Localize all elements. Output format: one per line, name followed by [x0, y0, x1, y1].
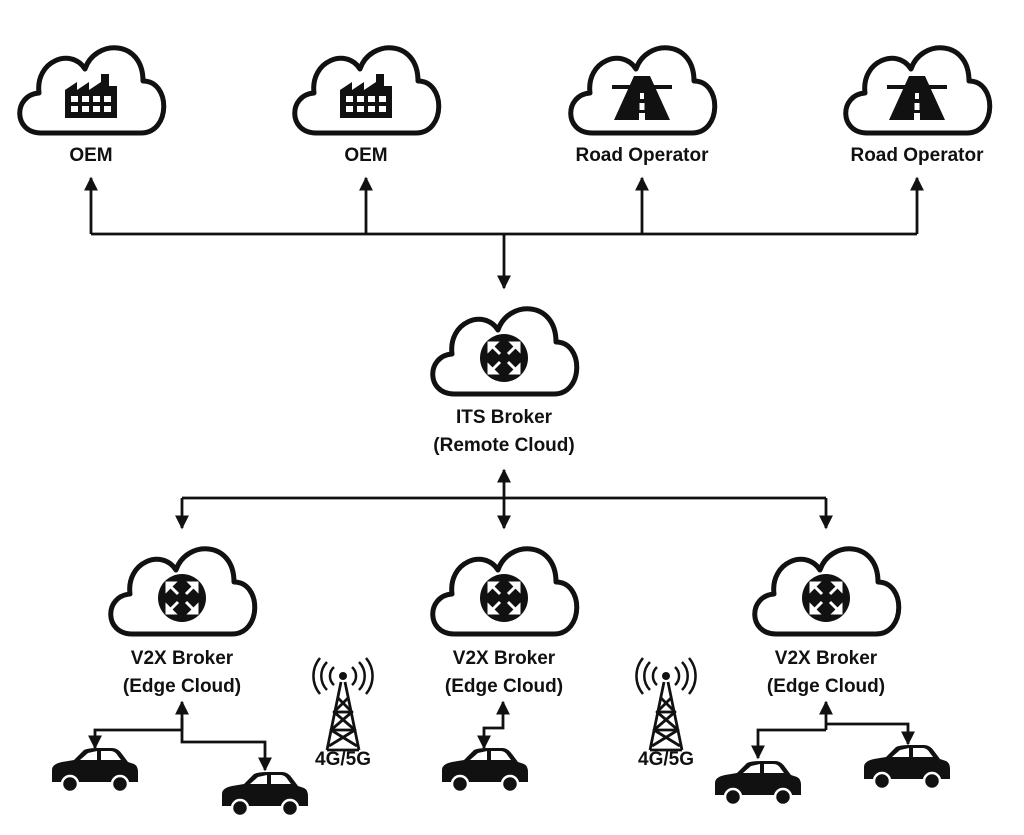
edge1-to-car1 — [88, 728, 182, 750]
top-node-oem-1: OEM — [20, 48, 164, 166]
edge-broker-title: V2X Broker — [453, 648, 556, 669]
car-icon — [713, 759, 803, 807]
cell-tower-icon — [312, 656, 374, 752]
car-icon — [50, 746, 140, 794]
edge-broker-subtitle: (Edge Cloud) — [123, 676, 241, 697]
edge-broker-node-1: V2X Broker (Edge Cloud) — [111, 549, 255, 697]
its-broker-subtitle: (Remote Cloud) — [433, 435, 574, 456]
edge-broker-title: V2X Broker — [131, 648, 234, 669]
top-node-label: Road Operator — [575, 145, 709, 166]
router-icon — [800, 572, 852, 624]
edge1-to-car2 — [180, 718, 272, 772]
tower-label: 4G/5G — [638, 749, 694, 770]
edge-broker-node-2: V2X Broker (Edge Cloud) — [433, 549, 577, 697]
top-node-oem-2: OEM — [295, 48, 439, 166]
its-broker-node: ITS Broker (Remote Cloud) — [433, 309, 577, 456]
edge-broker-subtitle: (Edge Cloud) — [767, 676, 885, 697]
top-node-label: OEM — [344, 145, 387, 166]
its-broker-title: ITS Broker — [456, 407, 553, 428]
edge-broker-node-3: V2X Broker (Edge Cloud) — [755, 549, 899, 697]
router-icon — [478, 332, 530, 384]
car-icon — [440, 746, 530, 794]
cell-tower-1: 4G/5G — [312, 656, 374, 770]
router-icon — [478, 572, 530, 624]
edge3-to-car2 — [826, 722, 915, 746]
edge-broker-subtitle: (Edge Cloud) — [445, 676, 563, 697]
car-icon — [220, 770, 310, 818]
router-icon — [156, 572, 208, 624]
cell-tower-icon — [635, 656, 697, 752]
cell-tower-2: 4G/5G — [635, 656, 697, 770]
tower-label: 4G/5G — [315, 749, 371, 770]
top-node-road-operator-2: Road Operator — [846, 48, 990, 166]
connectors — [84, 176, 924, 772]
edge2-to-car — [477, 700, 510, 750]
top-node-label: Road Operator — [850, 145, 984, 166]
edge3-to-car1 — [751, 728, 826, 760]
edge-broker-title: V2X Broker — [775, 648, 878, 669]
top-node-road-operator-1: Road Operator — [571, 48, 715, 166]
top-node-label: OEM — [69, 145, 112, 166]
car-icon — [862, 743, 952, 791]
